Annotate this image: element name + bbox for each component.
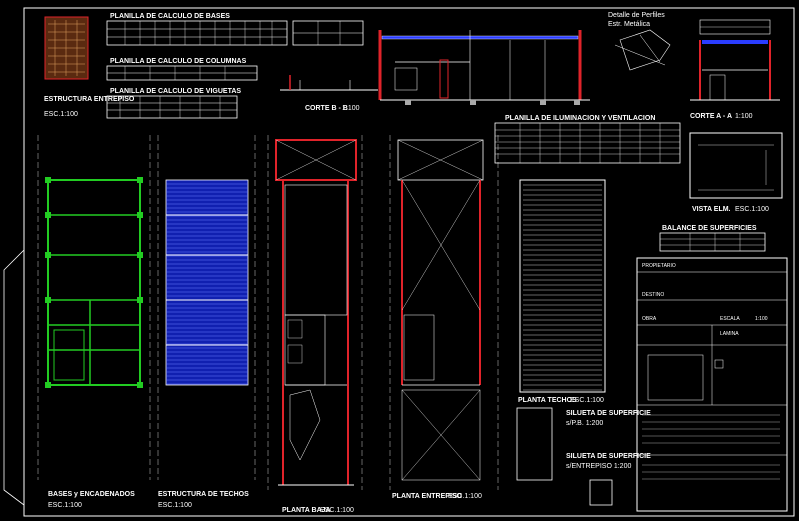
planta-entrepiso-title: PLANTA ENTREPISO	[392, 493, 463, 500]
planta-entrepiso-plan: PLANTA ENTREPISO ESC.1:100	[389, 135, 499, 500]
silueta-pb-title: SILUETA DE SUPERFICIE	[566, 410, 651, 417]
vista-elm: VISTA ELM. ESC.1:100	[689, 132, 783, 213]
bases-title: BASES y ENCADENADOS	[48, 491, 135, 498]
table-bases-title: PLANILLA DE CALCULO DE BASES	[110, 13, 230, 20]
tb-destino-label: DESTINO	[642, 292, 664, 298]
table-iluminacion: PLANILLA DE ILUMINACION Y VENTILACION	[494, 115, 681, 164]
corte-aa-section: CORTE A - A 1:100	[690, 19, 780, 120]
estructura-entrepiso-title: ESTRUCTURA ENTREPISO	[44, 96, 135, 103]
tb-escala-label: ESCALA	[720, 316, 740, 322]
corte-aa-title: CORTE A - A	[690, 113, 732, 120]
detalle-perfiles: Detalle de Perfiles Estr. Metálica	[608, 12, 671, 71]
corte-bb-title: CORTE B - B	[305, 105, 348, 112]
base-detail	[44, 16, 89, 80]
tb-lamina-label: LAMINA	[720, 331, 739, 337]
corte-aa-scale: 1:100	[735, 113, 753, 120]
estructura-entrepiso-scale: ESC.1:100	[44, 111, 78, 118]
planta-baja-scale: ESC.1:100	[320, 507, 354, 514]
detalle-subtitle: Estr. Metálica	[608, 21, 650, 28]
sheet-border	[23, 7, 795, 517]
silueta-pb: SILUETA DE SUPERFICIE s/P.B. 1:200	[516, 407, 651, 481]
silueta-entrepiso: SILUETA DE SUPERFICIE s/ENTREPISO 1:200	[566, 453, 651, 506]
table-iluminacion-title: PLANILLA DE ILUMINACION Y VENTILACION	[505, 115, 655, 122]
bases-encadenados-plan: BASES y ENCADENADOS ESC.1:100	[37, 135, 151, 509]
planta-techos-scale: ESC.1:100	[570, 397, 604, 404]
detalle-title: Detalle de Perfiles	[608, 12, 665, 19]
table-viguetas-title: PLANILLA DE CALCULO DE VIGUETAS	[110, 88, 241, 95]
table-superficies: BALANCE DE SUPERFICIES	[659, 225, 766, 252]
silueta-entrepiso-sub: s/ENTREPISO 1:200	[566, 463, 631, 470]
vista-elm-title: VISTA ELM.	[692, 206, 731, 213]
corte-bb-scale: 1:100	[342, 105, 360, 112]
tb-propietario-label: PROPIETARIO	[642, 263, 676, 269]
table-columnas: PLANILLA DE CALCULO DE COLUMNAS	[106, 58, 258, 81]
techos-title: ESTRUCTURA DE TECHOS	[158, 491, 249, 498]
title-block: PROPIETARIO DESTINO OBRA ESCALA 1:100 LA…	[636, 257, 788, 512]
table-bases-2	[292, 20, 364, 46]
table-viguetas: PLANILLA DE CALCULO DE VIGUETAS	[106, 88, 241, 119]
corte-bb-section: CORTE B - B 1:100	[280, 30, 590, 112]
planta-techos-title: PLANTA TECHOS	[518, 397, 577, 404]
silueta-entrepiso-title: SILUETA DE SUPERFICIE	[566, 453, 651, 460]
techos-scale: ESC.1:100	[158, 502, 192, 509]
vista-elm-scale: ESC.1:100	[735, 206, 769, 213]
table-superficies-title: BALANCE DE SUPERFICIES	[662, 225, 757, 232]
bases-scale: ESC.1:100	[48, 502, 82, 509]
sheet-fold-mark	[3, 249, 25, 506]
planta-entrepiso-scale: ESC.1:100	[448, 493, 482, 500]
table-columnas-title: PLANILLA DE CALCULO DE COLUMNAS	[110, 58, 247, 65]
planta-baja-plan: PLANTA BAJA ESC.1:100	[267, 135, 363, 514]
silueta-pb-sub: s/P.B. 1:200	[566, 420, 603, 427]
table-bases: PLANILLA DE CALCULO DE BASES	[106, 13, 288, 46]
planta-baja-title: PLANTA BAJA	[282, 507, 331, 514]
tb-escala-value: 1:100	[755, 316, 768, 322]
estructura-techos-plan: ESTRUCTURA DE TECHOS ESC.1:100	[157, 135, 256, 509]
tb-obra-label: OBRA	[642, 316, 657, 322]
planta-techos-plan: PLANTA TECHOS ESC.1:100	[518, 179, 606, 404]
